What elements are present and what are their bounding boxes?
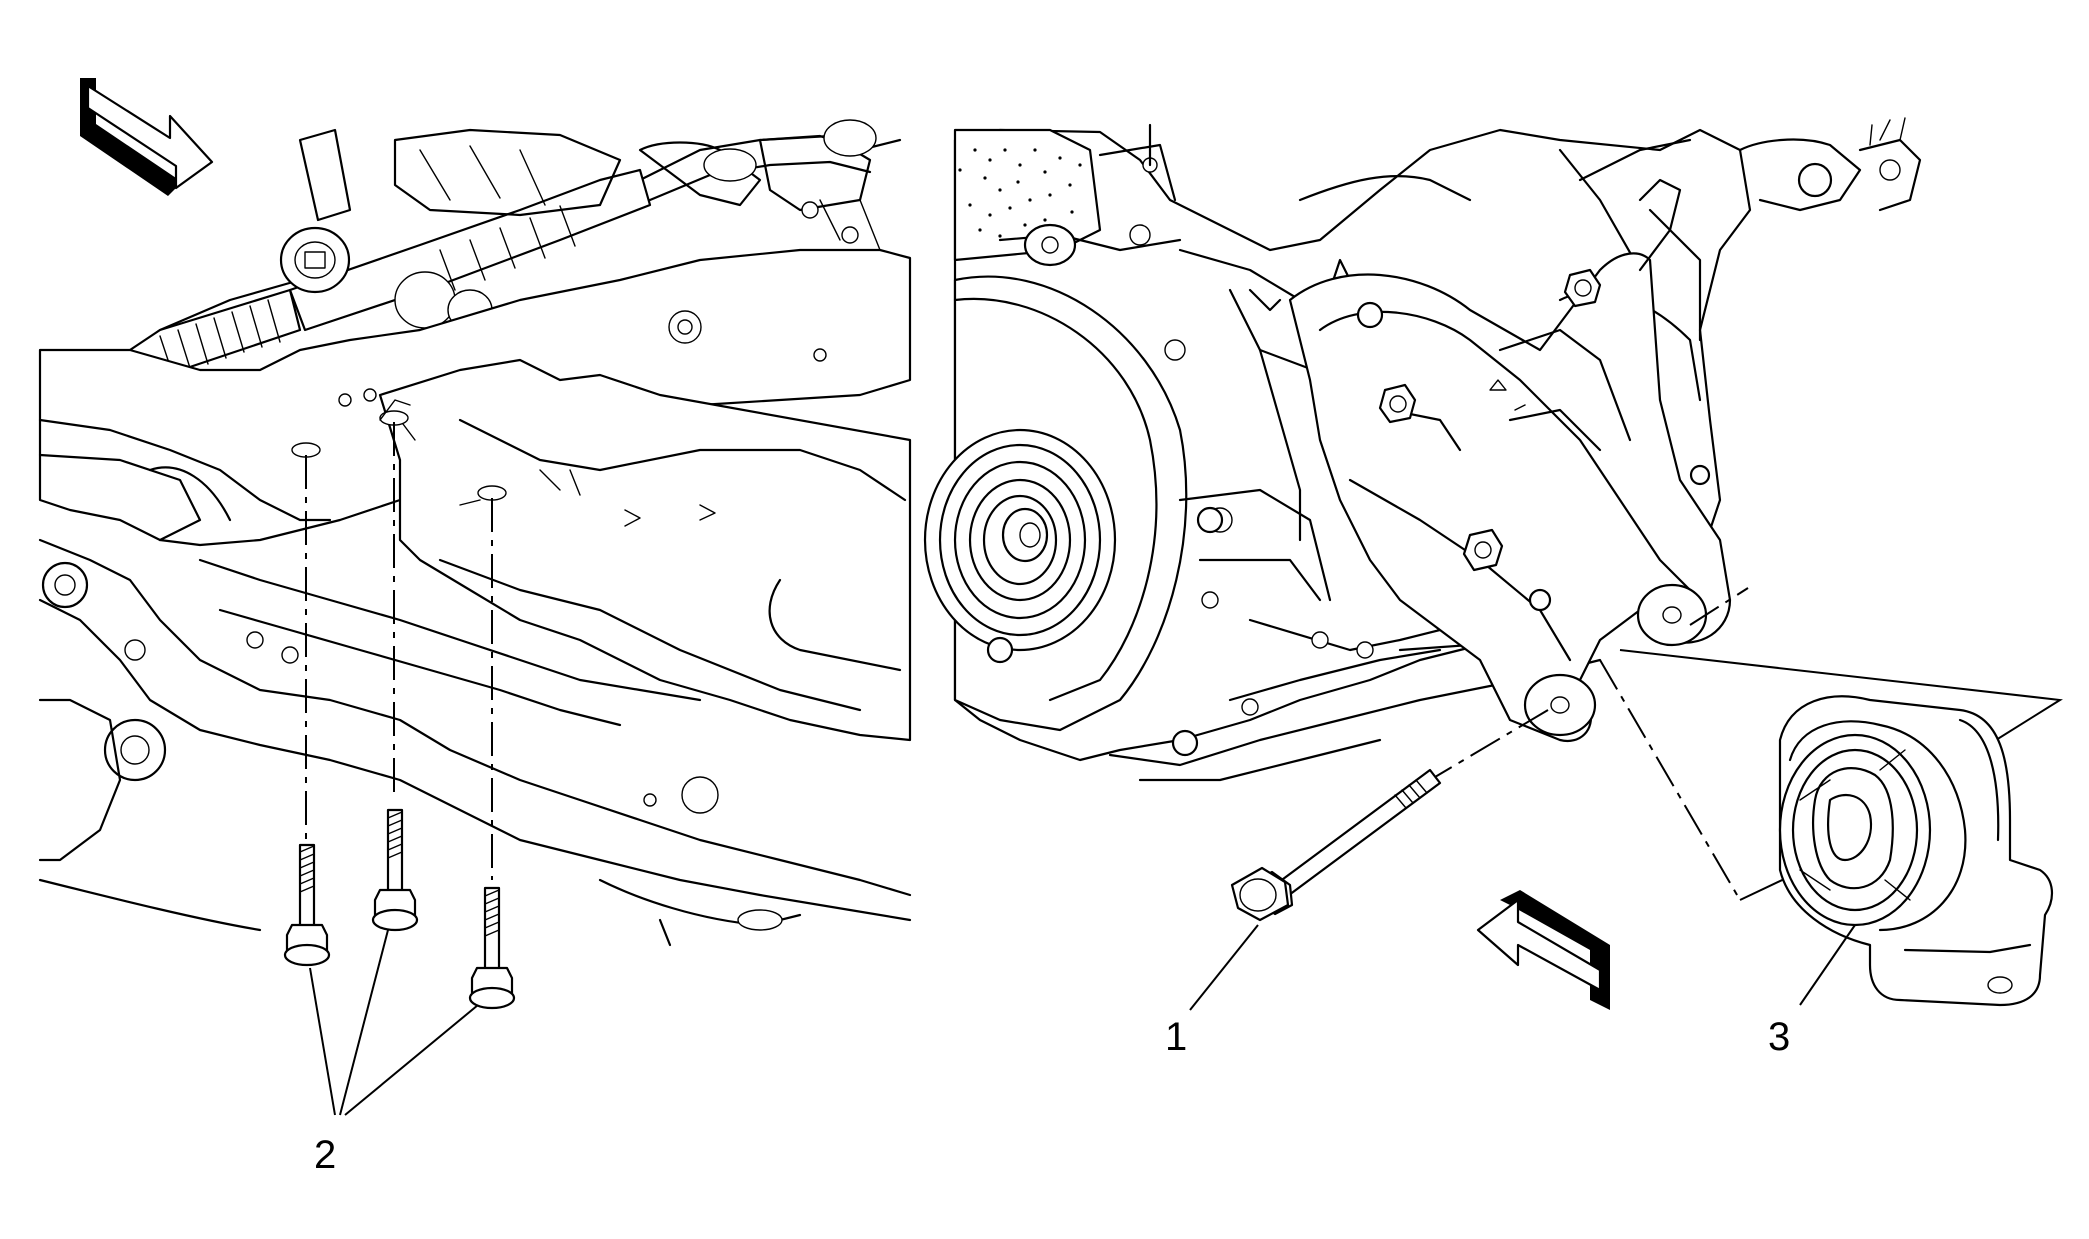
- callout-2: 2: [314, 1133, 336, 1177]
- steering-gear: [118, 119, 902, 380]
- speckle-texture: [958, 148, 1082, 238]
- callout-3: 3: [1768, 1015, 1790, 1059]
- alignment-lines-right: [1429, 587, 1749, 901]
- bracket-bolt-lower: [1462, 528, 1504, 572]
- alignment-lines-left: [305, 422, 493, 880]
- converter-housing: [923, 275, 1233, 757]
- callout-3-leader: [1799, 924, 1856, 1006]
- bolt-2a: [283, 843, 331, 967]
- direction-arrow-icon: [80, 78, 214, 196]
- left-panel: 2: [38, 78, 912, 1177]
- bracket-bolt-top: [1563, 268, 1602, 308]
- bracket-bolt-upper: [1378, 383, 1417, 424]
- callout-1: 1: [1165, 1015, 1187, 1059]
- mount-bracket: [1196, 178, 1732, 743]
- callout-2-leaders: [309, 929, 479, 1116]
- direction-arrow-icon: [1476, 890, 1610, 1010]
- bolt-2b: [371, 808, 419, 932]
- bolt-1: [1230, 768, 1442, 922]
- transmission-mount: [1778, 695, 2053, 1007]
- bolt-2c: [468, 886, 516, 1010]
- subframe: [38, 248, 912, 947]
- callout-1-leader: [1189, 924, 1259, 1011]
- right-panel: 1 3: [923, 117, 2063, 1059]
